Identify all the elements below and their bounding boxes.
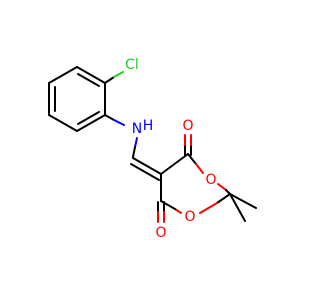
bond xyxy=(76,66,106,84)
bond xyxy=(130,163,160,181)
bond xyxy=(48,66,78,84)
ring-oxygen-bottom-label: O xyxy=(184,209,195,225)
bond xyxy=(187,153,197,165)
bond xyxy=(132,157,162,175)
amine-hydrogen-label: H xyxy=(143,118,154,134)
bond xyxy=(199,202,218,214)
bond xyxy=(229,193,246,222)
bond xyxy=(195,163,204,174)
molecule-structure: Cl N H O O O O xyxy=(48,57,257,241)
bond xyxy=(229,193,257,209)
carbonyl-oxygen-bottom-label: O xyxy=(155,225,166,241)
nitrogen-label: N xyxy=(132,121,142,137)
bond xyxy=(134,137,138,148)
ring-oxygen-top-label: O xyxy=(205,172,216,188)
bond xyxy=(76,114,106,132)
carbonyl-oxygen-top-label: O xyxy=(182,118,193,134)
bond xyxy=(104,76,115,84)
bond xyxy=(104,114,115,121)
bond xyxy=(48,114,78,132)
benzene-ring xyxy=(48,66,106,132)
bond xyxy=(160,153,189,175)
chlorine-label: Cl xyxy=(125,57,139,73)
dioxane-ring xyxy=(160,153,231,214)
bond xyxy=(216,193,231,204)
bond xyxy=(132,146,136,158)
bond xyxy=(113,119,125,126)
bond xyxy=(217,183,227,191)
bond xyxy=(77,111,100,125)
bond xyxy=(174,208,182,214)
bond xyxy=(77,73,100,87)
bond xyxy=(113,71,124,78)
